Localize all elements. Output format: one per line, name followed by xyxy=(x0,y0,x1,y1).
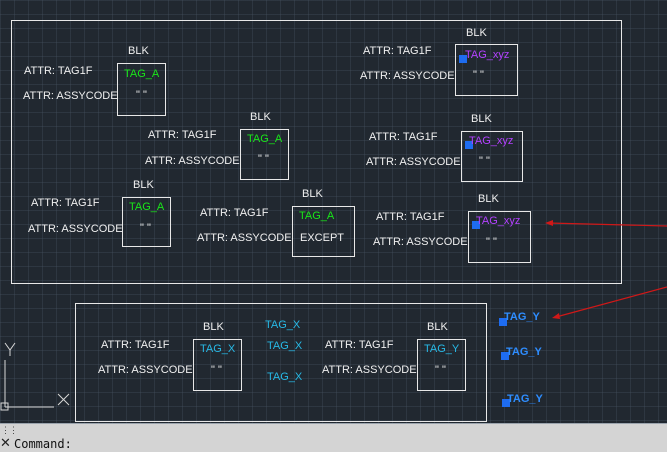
insertion-grip-icon[interactable] xyxy=(459,55,467,63)
tag-x-text[interactable]: TAG_X xyxy=(267,371,303,383)
block-label: BLK xyxy=(302,188,323,200)
grip-dots-icon[interactable]: ⋮⋮ xyxy=(1,426,18,436)
text-grip-icon[interactable] xyxy=(502,399,510,407)
assycode-value: " " xyxy=(258,153,269,165)
attr-tag1f-label: ATTR: TAG1F xyxy=(376,211,445,223)
attr-tag1f-label: ATTR: TAG1F xyxy=(363,45,432,57)
attr-tag1f-label: ATTR: TAG1F xyxy=(369,131,438,143)
block-tag-a[interactable] xyxy=(240,129,289,180)
attr-assycode-label: ATTR: ASSYCODE xyxy=(366,156,461,168)
attr-assycode-label: ATTR: ASSYCODE xyxy=(373,236,468,248)
lower-frame[interactable] xyxy=(75,303,487,422)
block-tag-y[interactable] xyxy=(417,339,466,391)
assycode-value: " " xyxy=(140,222,151,234)
block-label: BLK xyxy=(133,179,154,191)
tag-xyz-value: TAG_xyz xyxy=(465,49,510,61)
block-label: BLK xyxy=(471,113,492,125)
assycode-value: " " xyxy=(486,236,497,248)
tag-y-text[interactable]: TAG_Y xyxy=(506,346,542,358)
block-label: BLK xyxy=(203,321,224,333)
block-tag-xyz[interactable] xyxy=(461,131,523,182)
attr-tag1f-label: ATTR: TAG1F xyxy=(24,65,93,77)
insertion-grip-icon[interactable] xyxy=(472,221,480,229)
annotation-overlay xyxy=(0,220,667,411)
tag-y-value: TAG_Y xyxy=(424,343,460,355)
attr-tag1f-label: ATTR: TAG1F xyxy=(31,197,100,209)
except-value: EXCEPT xyxy=(300,232,345,244)
ucs-axis-icon xyxy=(0,342,70,411)
block-tag-xyz[interactable] xyxy=(455,44,518,96)
tag-a-value: TAG_A xyxy=(129,201,165,213)
assycode-value: " " xyxy=(479,155,490,167)
tag-y-text[interactable]: TAG_Y xyxy=(507,393,543,405)
tag-a-value: TAG_A xyxy=(124,68,160,80)
tag-x-text[interactable]: TAG_X xyxy=(267,340,303,352)
block-tag-xyz[interactable] xyxy=(468,211,531,263)
attr-assycode-label: ATTR: ASSYCODE xyxy=(23,90,118,102)
tag-a-value: TAG_A xyxy=(299,210,335,222)
block-tag-x[interactable] xyxy=(193,339,242,391)
block-label: BLK xyxy=(250,111,271,123)
block-tag-a[interactable] xyxy=(122,197,171,247)
tag-xyz-value: TAG_xyz xyxy=(476,215,521,227)
text-grip-icon[interactable] xyxy=(499,318,507,326)
tag-x-text[interactable]: TAG_X xyxy=(265,319,301,331)
tag-y-text[interactable]: TAG_Y xyxy=(504,311,540,323)
block-label: BLK xyxy=(427,321,448,333)
attr-tag1f-label: ATTR: TAG1F xyxy=(325,339,394,351)
close-icon[interactable]: ✕ xyxy=(0,436,11,451)
block-label: BLK xyxy=(128,45,149,57)
attr-assycode-label: ATTR: ASSYCODE xyxy=(145,155,240,167)
block-label: BLK xyxy=(478,193,499,205)
assycode-value: " " xyxy=(435,364,446,376)
leader-arrow-icon xyxy=(545,220,667,227)
tag-x-value: TAG_X xyxy=(200,343,236,355)
attr-assycode-label: ATTR: ASSYCODE xyxy=(28,223,123,235)
tag-a-value: TAG_A xyxy=(247,133,283,145)
assycode-value: " " xyxy=(473,69,484,81)
drawing-canvas[interactable]: BLK ATTR: TAG1F ATTR: ASSYCODE TAG_A " "… xyxy=(0,0,667,423)
attr-assycode-label: ATTR: ASSYCODE xyxy=(98,364,193,376)
attr-tag1f-label: ATTR: TAG1F xyxy=(101,339,170,351)
upper-frame[interactable] xyxy=(11,20,622,284)
block-label: BLK xyxy=(466,27,487,39)
attr-tag1f-label: ATTR: TAG1F xyxy=(200,207,269,219)
text-grip-icon[interactable] xyxy=(501,352,509,360)
assycode-value: " " xyxy=(211,364,222,376)
insertion-grip-icon[interactable] xyxy=(465,141,473,149)
block-tag-a-except[interactable] xyxy=(292,206,355,257)
attr-tag1f-label: ATTR: TAG1F xyxy=(148,129,217,141)
tag-xyz-value: TAG_xyz xyxy=(469,135,514,147)
command-prompt[interactable]: Command: xyxy=(14,437,72,451)
assycode-value: " " xyxy=(136,89,147,101)
attr-assycode-label: ATTR: ASSYCODE xyxy=(360,70,455,82)
leader-arrow-icon xyxy=(552,286,667,319)
command-line-bar[interactable]: ⋮⋮ ✕ Command: xyxy=(0,423,667,452)
attr-assycode-label: ATTR: ASSYCODE xyxy=(322,364,417,376)
attr-assycode-label: ATTR: ASSYCODE xyxy=(197,232,292,244)
block-tag-a[interactable] xyxy=(117,63,166,116)
